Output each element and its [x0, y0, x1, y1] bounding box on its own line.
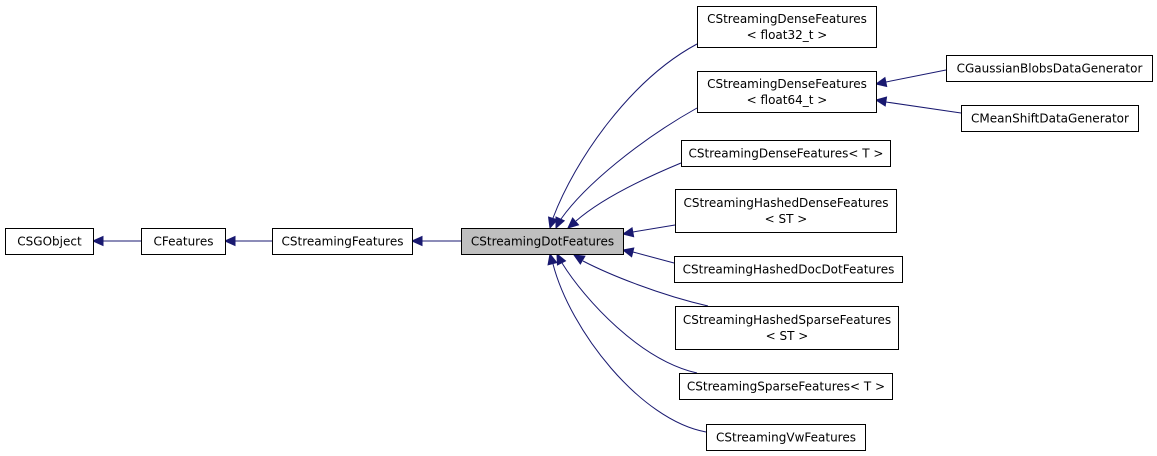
- class-node-label: CMeanShiftDataGenerator: [971, 112, 1129, 126]
- arrowhead-icon: [874, 76, 888, 88]
- edge-cstreamingdotfeatures-to-cstreamingfeatures: [410, 235, 461, 247]
- class-node-label: CStreamingFeatures: [282, 235, 404, 249]
- edge-hashed_dense-to-cstreamingdotfeatures: [621, 224, 676, 238]
- arrowhead-icon: [621, 226, 635, 238]
- class-node-box[interactable]: [272, 228, 413, 255]
- class-node-label: CStreamingDenseFeatures< T >: [689, 147, 884, 161]
- edge-line: [552, 263, 707, 433]
- edge-line: [582, 260, 709, 307]
- class-node-label: CFeatures: [154, 235, 214, 249]
- class-node-label: CGaussianBlobsDataGenerator: [957, 62, 1143, 76]
- arrowhead-icon: [223, 235, 236, 247]
- class-node-label: < float64_t >: [747, 93, 828, 107]
- class-node-label: CStreamingSparseFeatures< T >: [687, 380, 885, 394]
- class-node-label: CSGObject: [17, 235, 82, 249]
- class-node-label: < float32_t >: [747, 28, 828, 42]
- edge-vw-to-cstreamingdotfeatures: [547, 252, 707, 433]
- class-node-box[interactable]: [141, 228, 226, 255]
- arrowhead-icon: [91, 235, 104, 247]
- edge-line: [885, 69, 947, 83]
- class-node-cstreamingfeatures[interactable]: CStreamingFeatures: [272, 228, 413, 255]
- arrowhead-icon: [572, 254, 586, 265]
- class-node-box[interactable]: [697, 71, 877, 113]
- arrowhead-icon: [567, 217, 580, 229]
- class-node-label: < ST >: [765, 212, 808, 226]
- class-node-cstreamingdotfeatures[interactable]: CStreamingDotFeatures: [461, 228, 624, 255]
- edge-line: [885, 101, 962, 114]
- class-node-hashed_sparse[interactable]: CStreamingHashedSparseFeatures < ST >: [675, 306, 899, 350]
- class-node-box[interactable]: [674, 256, 903, 283]
- class-node-box[interactable]: [961, 105, 1139, 132]
- edge-line: [561, 262, 698, 374]
- class-node-box[interactable]: [675, 306, 899, 350]
- edge-cfeatures-to-csgobject: [91, 235, 141, 247]
- class-node-box[interactable]: [5, 228, 94, 255]
- class-node-box[interactable]: [675, 189, 897, 233]
- edge-line: [632, 251, 675, 264]
- edge-sparse_t-to-cstreamingdotfeatures: [556, 252, 698, 374]
- arrowhead-icon: [547, 252, 558, 266]
- edge-cstreamingfeatures-to-cfeatures: [223, 235, 272, 247]
- class-node-label: CStreamingDotFeatures: [471, 235, 614, 249]
- class-node-box[interactable]: [706, 424, 866, 451]
- class-node-label: CStreamingDenseFeatures: [707, 12, 867, 26]
- edge-hashed_docdot-to-cstreamingdotfeatures: [621, 247, 675, 264]
- arrowhead-icon: [547, 216, 559, 230]
- class-node-box[interactable]: [461, 228, 624, 255]
- class-node-label: < ST >: [766, 329, 809, 343]
- edge-dense_f32-to-cstreamingdotfeatures: [547, 43, 698, 230]
- class-node-box[interactable]: [697, 6, 877, 48]
- class-node-sparse_t[interactable]: CStreamingSparseFeatures< T >: [679, 373, 893, 400]
- edge-meanshift-to-dense_f64: [874, 96, 962, 114]
- arrowhead-icon: [555, 216, 566, 230]
- class-node-meanshift[interactable]: CMeanShiftDataGenerator: [961, 105, 1139, 132]
- class-node-label: CStreamingHashedDocDotFeatures: [683, 263, 895, 277]
- class-node-hashed_docdot[interactable]: CStreamingHashedDocDotFeatures: [674, 256, 903, 283]
- class-node-box[interactable]: [679, 373, 893, 400]
- arrowhead-icon: [874, 96, 888, 107]
- class-node-gaussian[interactable]: CGaussianBlobsDataGenerator: [946, 55, 1153, 82]
- edges-layer: [91, 43, 962, 433]
- arrowhead-icon: [410, 235, 423, 247]
- edge-gaussian-to-dense_f64: [874, 69, 947, 88]
- class-node-cfeatures[interactable]: CFeatures: [141, 228, 226, 255]
- class-node-dense_f32[interactable]: CStreamingDenseFeatures < float32_t >: [697, 6, 877, 48]
- class-node-dense_f64[interactable]: CStreamingDenseFeatures < float64_t >: [697, 71, 877, 113]
- class-node-box[interactable]: [946, 55, 1153, 82]
- edge-line: [552, 43, 698, 219]
- arrowhead-icon: [621, 247, 635, 258]
- class-node-vw[interactable]: CStreamingVwFeatures: [706, 424, 866, 451]
- class-node-label: CStreamingDenseFeatures: [707, 77, 867, 91]
- edge-line: [560, 107, 698, 220]
- edge-line: [632, 224, 676, 233]
- class-node-csgobject[interactable]: CSGObject: [5, 228, 94, 255]
- edge-hashed_sparse-to-cstreamingdotfeatures: [572, 254, 709, 307]
- edge-dense_t-to-cstreamingdotfeatures: [567, 162, 682, 229]
- class-node-dense_t[interactable]: CStreamingDenseFeatures< T >: [681, 140, 891, 167]
- class-node-label: CStreamingHashedSparseFeatures: [683, 313, 891, 327]
- edge-line: [575, 162, 682, 222]
- class-node-label: CStreamingVwFeatures: [716, 431, 856, 445]
- arrowhead-icon: [556, 252, 567, 266]
- edge-dense_f64-to-cstreamingdotfeatures: [555, 107, 698, 230]
- class-node-hashed_dense[interactable]: CStreamingHashedDenseFeatures < ST >: [675, 189, 897, 233]
- class-node-label: CStreamingHashedDenseFeatures: [683, 196, 888, 210]
- class-node-box[interactable]: [681, 140, 891, 167]
